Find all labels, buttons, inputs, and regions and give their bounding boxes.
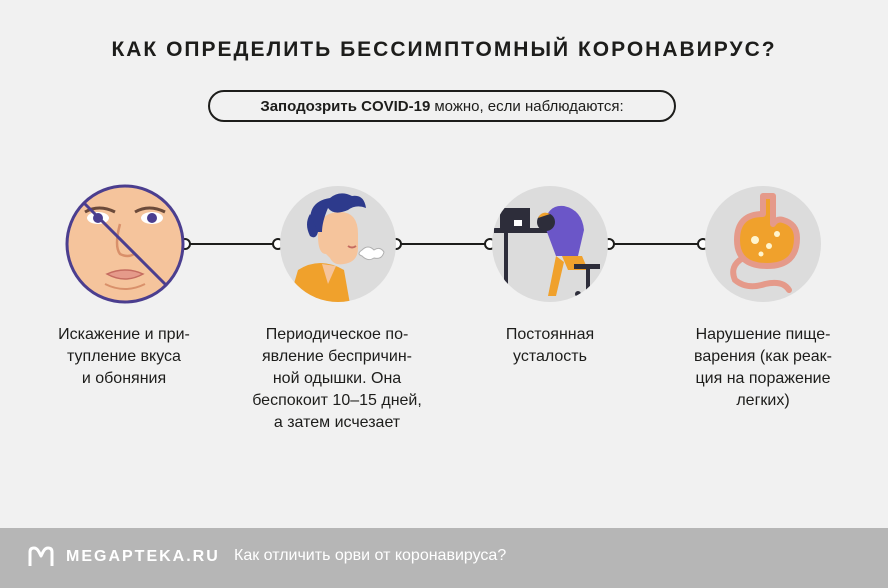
brand-name[interactable]: MEGAPTEKA.RU [66,548,220,565]
symptom-caption: Периодическое по- явление беспричин- ной… [252,326,422,431]
subtitle-bold: Заподозрить COVID-19 [260,97,431,115]
tired-woman-desk-icon [492,186,608,302]
symptom-caption: Постоянная усталость [505,326,595,365]
subtitle-rest: можно, если наблюдаются: [434,97,624,115]
article-link[interactable]: Как отличить орви от коронавируса? [234,547,507,564]
symptom-caption: Искажение и при- тупление вкуса и обонян… [58,326,190,387]
short-breath-man-icon [280,186,396,302]
megapteka-logo-icon[interactable] [28,546,54,568]
symptom-caption: Нарушение пище- варения (как реак- ция н… [694,326,832,409]
stomach-icon [705,186,821,302]
crossed-face-icon [65,184,185,304]
page-title: КАК ОПРЕДЕЛИТЬ БЕССИМПТОМНЫЙ КОРОНАВИРУС… [111,38,777,61]
subtitle-pill: Заподозрить COVID-19 можно, если наблюда… [208,90,676,122]
footer-bar: MEGAPTEKA.RU Как отличить орви от корона… [0,528,888,588]
